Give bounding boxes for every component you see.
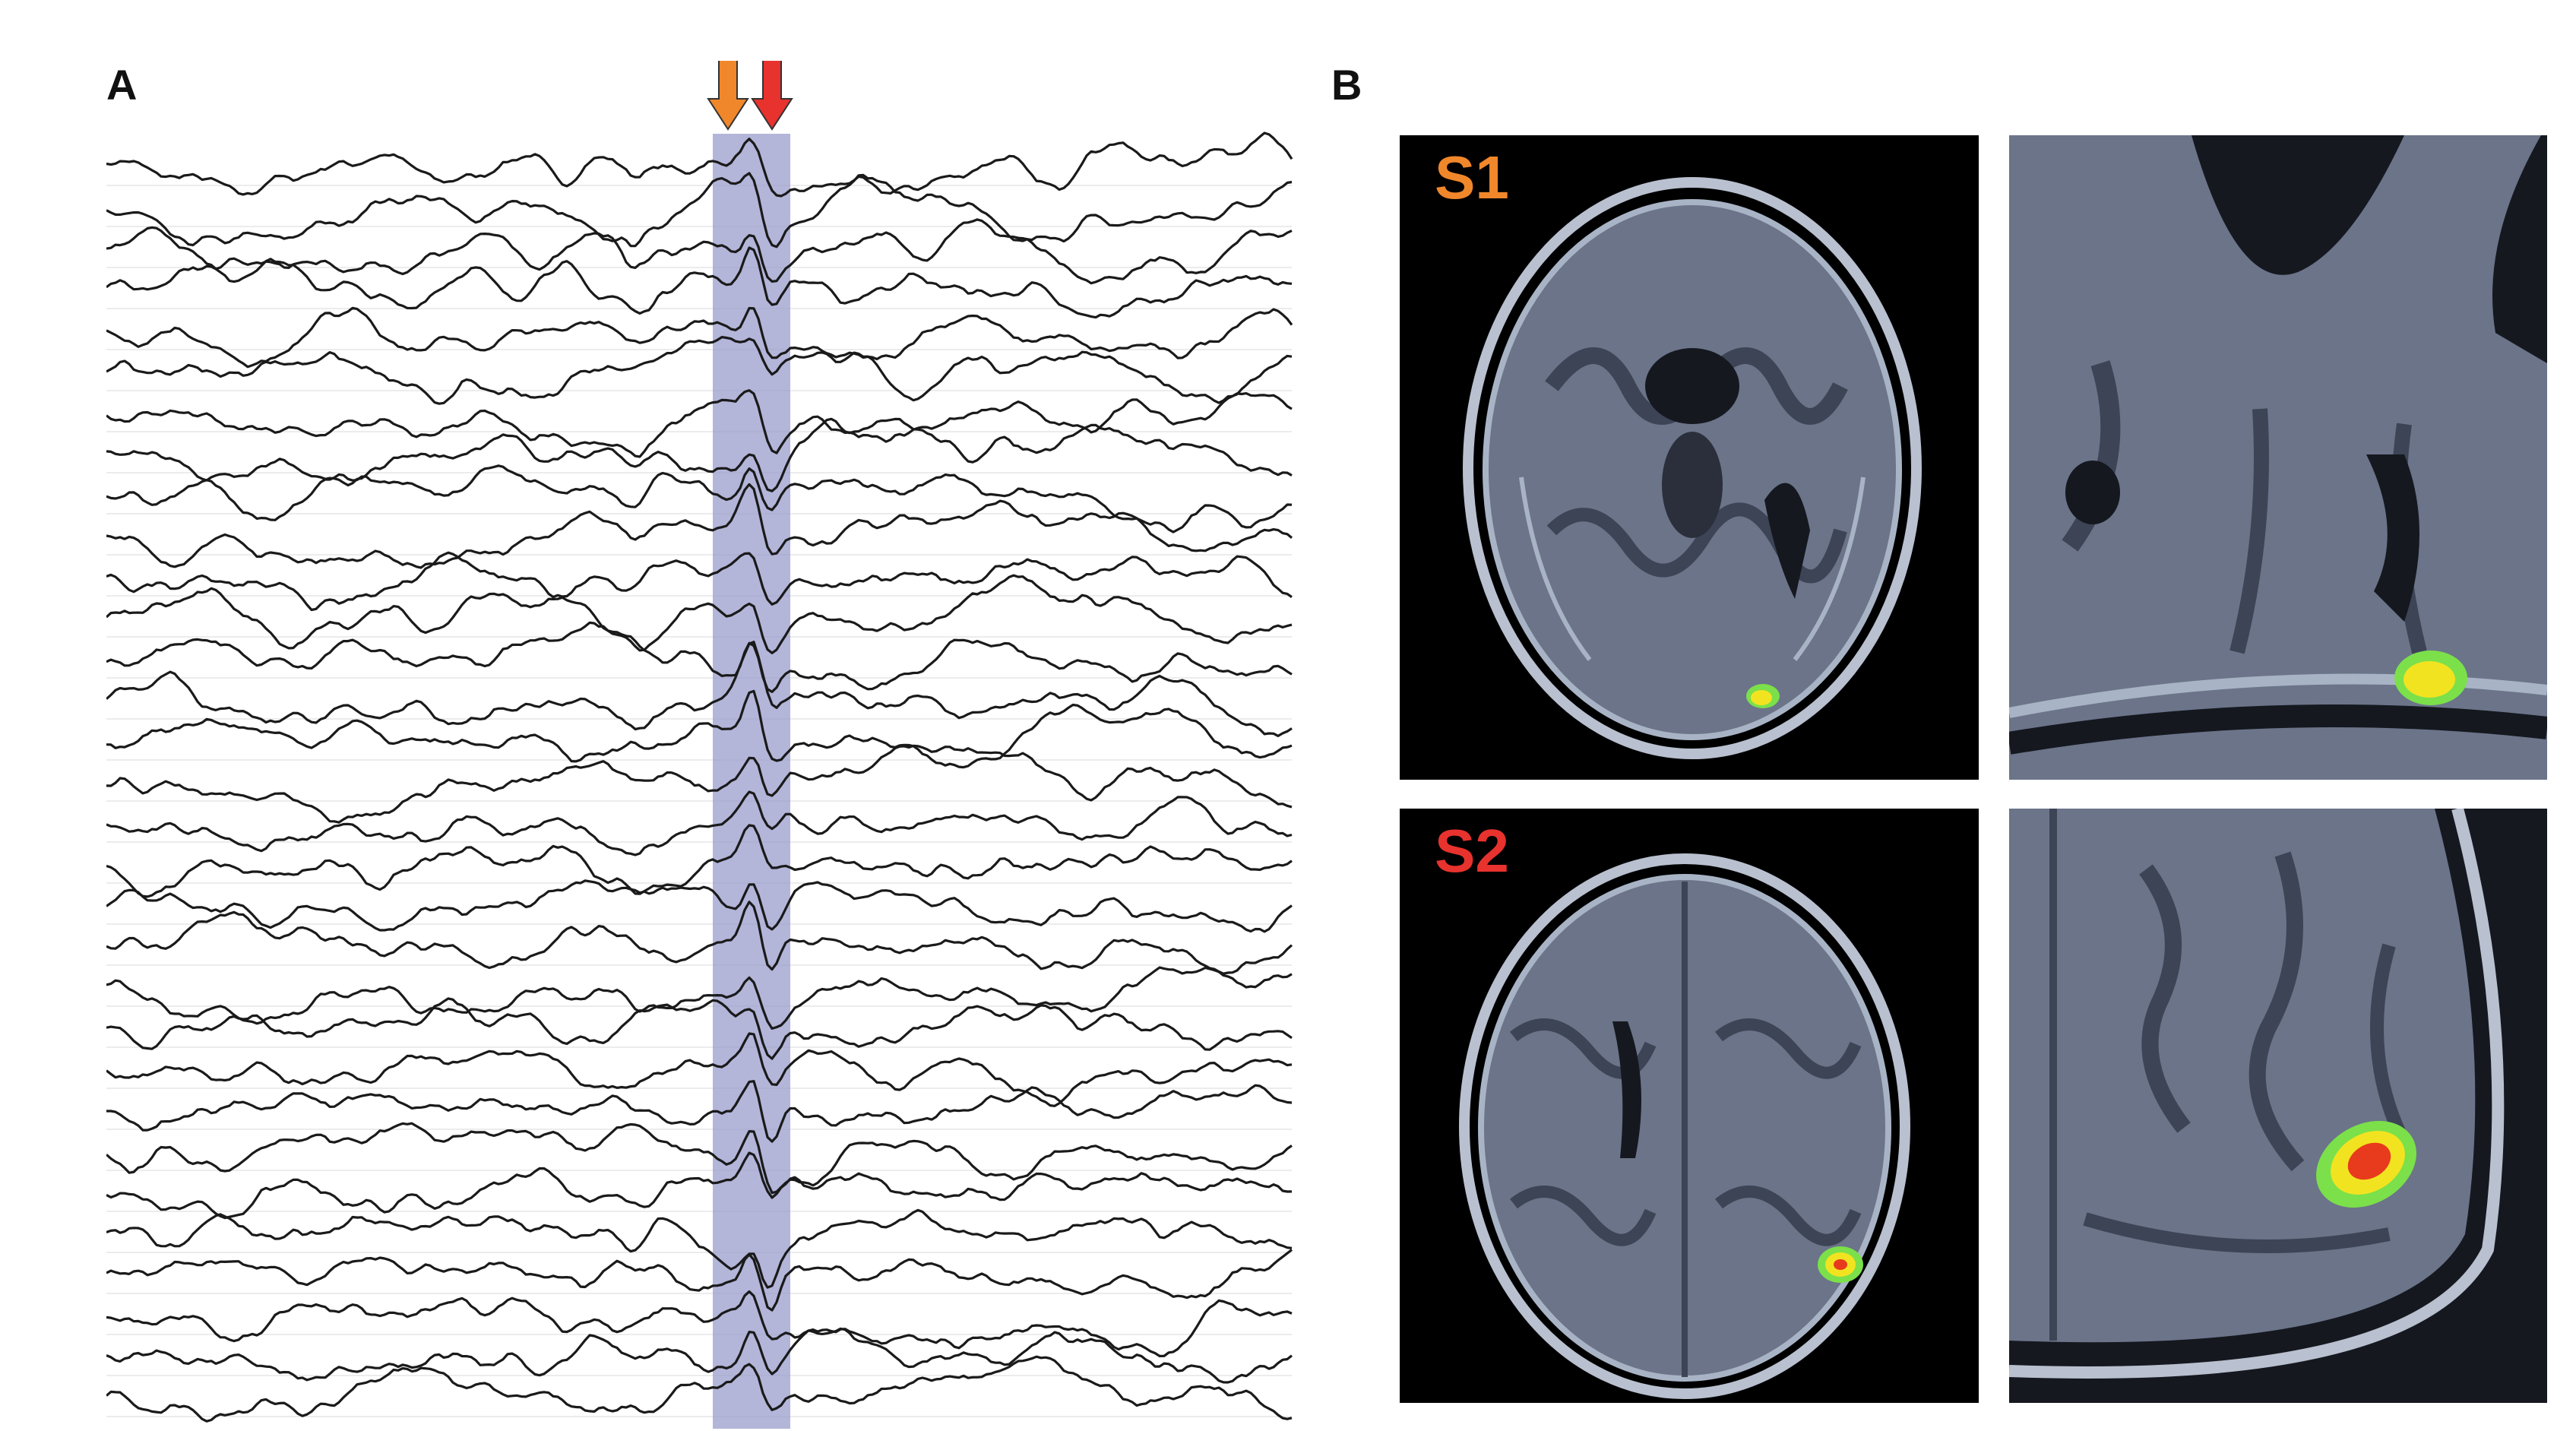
eeg-channel-trace	[106, 1151, 1293, 1220]
eeg-channel-trace	[106, 824, 1293, 898]
eeg-channel-trace	[106, 1080, 1293, 1143]
eeg-channel-trace	[106, 172, 1293, 249]
eeg-channel-trace	[106, 689, 1293, 769]
eeg-channel-trace	[106, 744, 1293, 824]
eeg-channel-trace	[106, 246, 1293, 319]
eeg-traces-panel	[106, 61, 1293, 1429]
s2-zoomed-brain-image	[2009, 809, 2547, 1403]
eeg-channel-trace	[106, 966, 1293, 1030]
s1-zoomed-brain-image	[2009, 135, 2547, 780]
eeg-channel-trace	[106, 1249, 1293, 1312]
eeg-channel-trace	[106, 464, 1293, 533]
mri-s2-axial-slice: S2	[1400, 809, 1979, 1403]
mri-s2-zoomed-slice	[2009, 809, 2547, 1403]
eeg-channel-trace	[106, 1208, 1293, 1289]
spike-arrow-s1	[707, 61, 749, 131]
s2-label: S2	[1435, 817, 1509, 885]
spike-arrow-s2	[751, 61, 793, 131]
eeg-channel-trace	[106, 641, 1293, 737]
eeg-channel-trace	[106, 218, 1293, 285]
eeg-channel-trace	[106, 790, 1293, 856]
eeg-channel-trace	[106, 306, 1293, 369]
spike-arrows	[707, 61, 793, 131]
mri-s1-axial-slice: S1	[1400, 135, 1979, 780]
s2-brain-image	[1459, 853, 1910, 1399]
panel-a-label: A	[106, 61, 138, 109]
eeg-channel-trace	[106, 901, 1293, 975]
s1-brain-image	[1463, 177, 1922, 759]
eeg-channel-trace	[106, 417, 1293, 492]
eeg-channel-trace	[106, 1122, 1293, 1195]
eeg-channel-trace	[106, 879, 1293, 933]
mri-s1-zoomed-slice	[2009, 135, 2547, 780]
panel-b-label: B	[1331, 61, 1362, 109]
eeg-channel-trace	[106, 1032, 1293, 1107]
eeg-channel-trace	[106, 131, 1293, 198]
eeg-gridlines	[106, 185, 1292, 1417]
eeg-channel-trace	[106, 621, 1293, 693]
eeg-channel-trace	[106, 389, 1293, 458]
eeg-channel-trace	[106, 574, 1293, 654]
eeg-channel-trace	[106, 997, 1293, 1060]
eeg-channel-trace	[106, 336, 1293, 405]
s1-label: S1	[1435, 144, 1509, 211]
eeg-channel-traces	[106, 131, 1293, 1423]
eeg-channel-trace	[106, 1290, 1293, 1357]
eeg-channel-trace	[106, 483, 1293, 569]
spike-highlight-band	[713, 134, 790, 1429]
eeg-channel-trace	[106, 1327, 1293, 1384]
eeg-channel-trace	[106, 551, 1293, 612]
eeg-channel-trace	[106, 1355, 1293, 1423]
